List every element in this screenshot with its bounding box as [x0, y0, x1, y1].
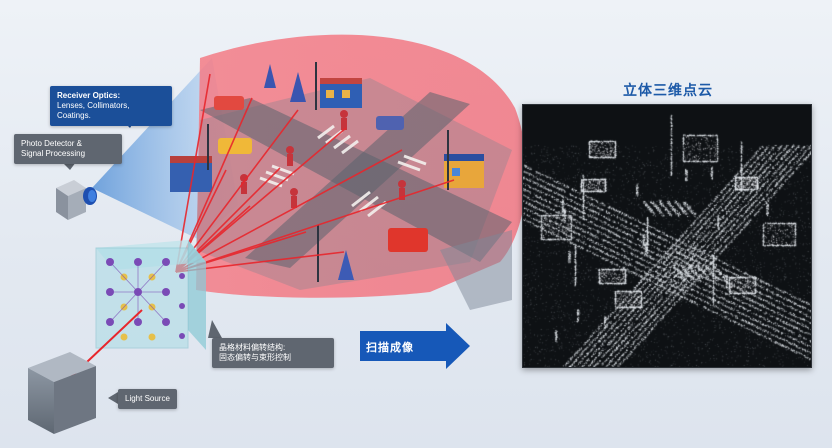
tree-3 [338, 250, 354, 280]
photo-detector-icon [56, 180, 97, 220]
photo-detector-line-1: Photo Detector & [21, 139, 82, 148]
photo-detector-line-2: Signal Processing [21, 149, 86, 158]
receiver-optics-title: Receiver Optics: [57, 91, 121, 100]
building-blue [320, 78, 362, 108]
photo-detector-callout: Photo Detector & Signal Processing [14, 134, 122, 164]
detector-callout-tail [62, 162, 76, 170]
crystal-structure-line-2: 固态偏转与束形控制 [219, 353, 291, 362]
car-blue [376, 116, 404, 130]
car-yellow [218, 138, 252, 154]
street-poles [207, 62, 449, 282]
light-source-label: Light Source [125, 394, 170, 403]
car-red-van [388, 228, 428, 252]
light-source-cube-icon [28, 352, 96, 434]
light-source-callout: Light Source [118, 389, 177, 409]
road-band-2 [245, 92, 470, 268]
point-cloud-title: 立体三维点云 [623, 82, 713, 98]
crystal-structure-callout: 晶格材料偏转结构: 固态偏转与束形控制 [212, 338, 334, 368]
point-cloud-panel [522, 104, 812, 368]
crystal-lattice-icon [95, 240, 206, 350]
point-cloud-render [523, 105, 811, 367]
light-callout-tail [108, 392, 118, 404]
pedestrians [240, 110, 406, 208]
tree-1 [264, 64, 276, 88]
building-yellow [444, 154, 484, 188]
tree-2 [290, 72, 306, 102]
receiver-optics-callout: Receiver Optics: Lenses, Collimators, Co… [50, 86, 172, 126]
car-red-top [214, 96, 244, 110]
scan-arrow-label: 扫描成像 [366, 342, 414, 354]
crystal-structure-line-1: 晶格材料偏转结构: [219, 343, 286, 352]
road-extension [440, 230, 512, 310]
crystal-callout-tail [208, 320, 222, 338]
scan-arrow-icon [360, 323, 470, 369]
receiver-optics-body: Lenses, Collimators, Coatings. [57, 101, 130, 120]
